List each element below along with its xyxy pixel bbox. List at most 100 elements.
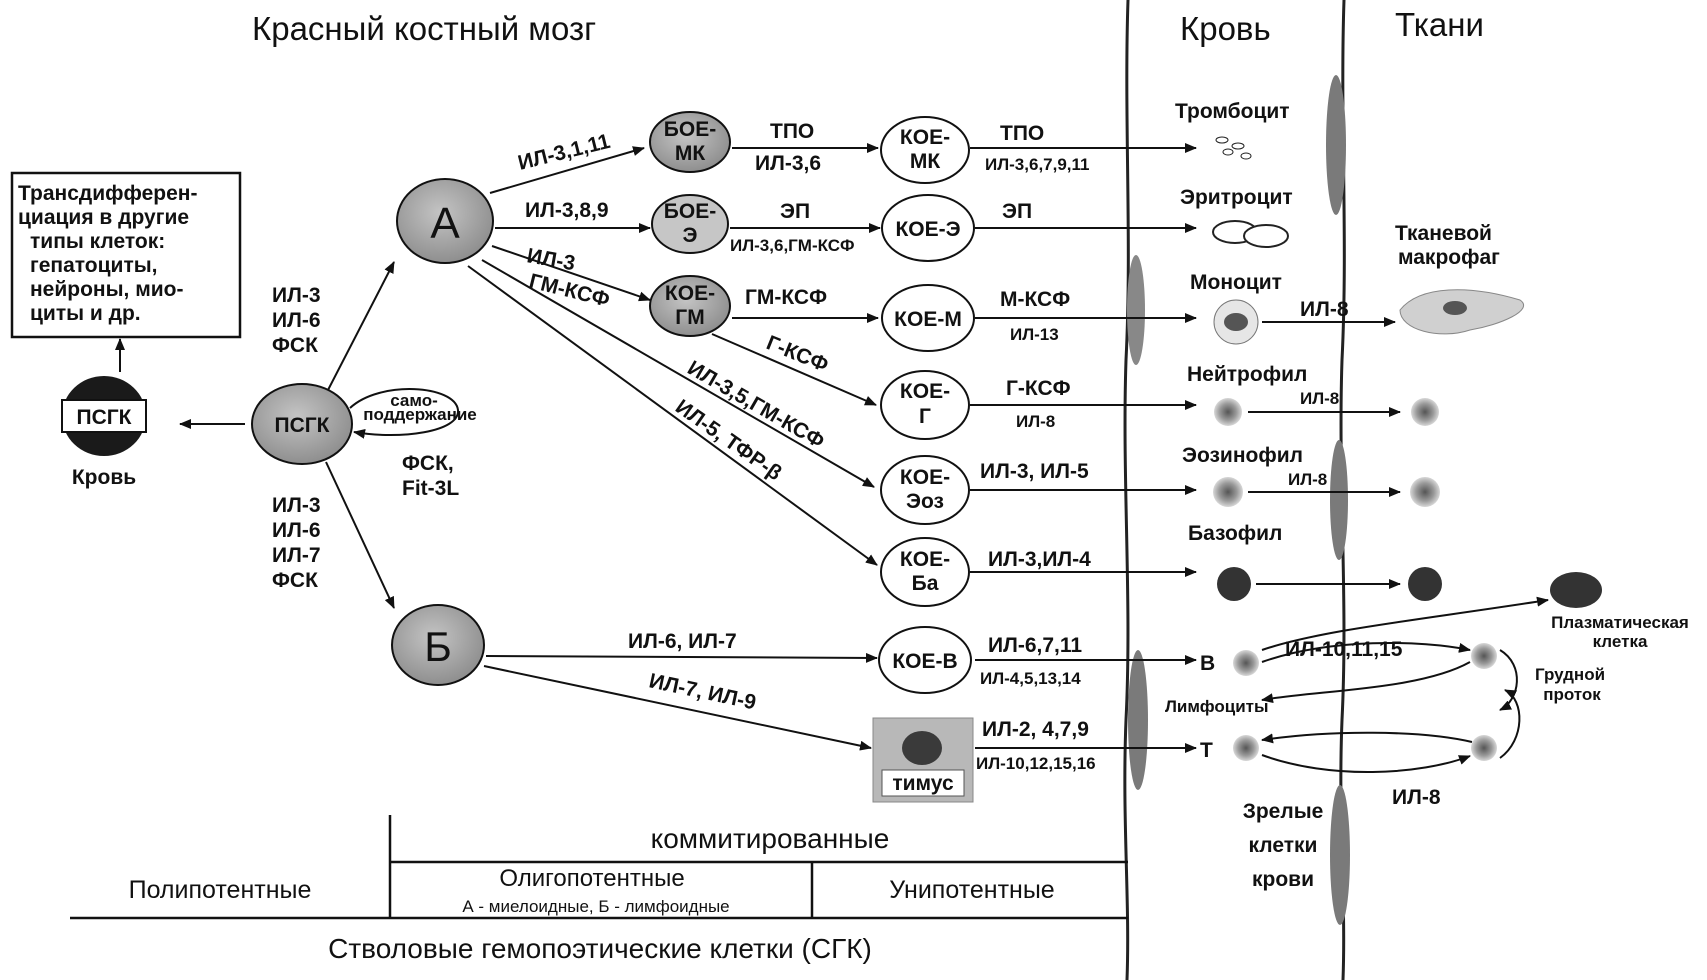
factor-g-out-1: Г-КСФ (1006, 377, 1071, 400)
factor-t-out-2: ИЛ-10,12,15,16 (976, 754, 1096, 773)
factor-lymph-back: ИЛ-8 (1392, 786, 1441, 809)
factor-mk-out-1: ТПО (1000, 122, 1044, 145)
factor-to-b-4: ФСК (272, 569, 318, 592)
factor-a-boe-mk: ИЛ-3,1,11 (516, 130, 613, 175)
arrow-duct-to-blood (1262, 662, 1470, 700)
monocyte-image (1214, 300, 1258, 344)
basophil-label: Базофил (1188, 522, 1282, 545)
thrombocyte-image (1216, 137, 1251, 159)
erythrocyte-label: Эритроцит (1180, 186, 1293, 209)
koe-ba-label-1: КОЕ- (900, 548, 950, 571)
transdiff-line-2: циация в другие (18, 206, 189, 229)
neutrophil-image (1214, 398, 1242, 426)
tissues-header: Ткани (1395, 6, 1484, 43)
blood-header: Кровь (1180, 10, 1271, 47)
koe-e-label: КОЕ-Э (895, 218, 960, 241)
thrombocyte-label: Тромбоцит (1175, 100, 1290, 123)
polypotent-label: Полипотентные (129, 876, 312, 904)
factor-a-boe-e: ИЛ-3,8,9 (525, 199, 609, 222)
t-lymphocyte-image (1233, 735, 1259, 761)
factor-b-thymus: ИЛ-7, ИЛ-9 (647, 669, 758, 714)
tissue-macrophage-image (1400, 290, 1524, 334)
factor-to-a-1: ИЛ-3 (272, 284, 321, 307)
arrow-duct-down (1500, 650, 1517, 710)
neutrophil-tissue-image (1411, 398, 1439, 426)
factor-m-out-2: ИЛ-13 (1010, 325, 1059, 344)
arrow-t-to-tissue (1262, 755, 1470, 772)
factor-gm-m: ГМ-КСФ (745, 286, 827, 309)
factor-e-out: ЭП (1002, 200, 1032, 223)
koe-eoz-label-1: КОЕ- (900, 466, 950, 489)
transdiff-line-5: нейроны, мио- (30, 278, 183, 301)
koe-m-label: КОЕ-М (894, 308, 962, 331)
blood-vessel-wall-right (1326, 0, 1350, 980)
factor-b-koe-v: ИЛ-6, ИЛ-7 (628, 630, 737, 653)
factor-a-koe-gm-2: ГМ-КСФ (527, 270, 612, 312)
boe-e-label-2: Э (683, 224, 698, 247)
psgk-blood-caption: Кровь (72, 466, 136, 489)
eosinophil-image (1213, 477, 1243, 507)
koe-eoz-label-2: Эоз (906, 490, 944, 513)
factor-boe-mk-2: ИЛ-3,6 (755, 152, 821, 175)
boe-e-label-1: БОЕ- (664, 200, 716, 223)
koe-gm-label-2: ГМ (675, 306, 704, 329)
sgk-caption: Стволовые гемопоэтические клетки (СГК) (328, 933, 872, 964)
marrow-header: Красный костный мозг (252, 10, 596, 47)
psgk-label: ПСГК (275, 414, 330, 437)
factor-to-a-3: ФСК (272, 334, 318, 357)
transdiff-line-4: гепатоциты, (30, 254, 158, 277)
mature-cells-label-1: Зрелые (1243, 800, 1324, 823)
factor-m-out-1: М-КСФ (1000, 288, 1070, 311)
koe-mk-label-1: КОЕ- (900, 126, 950, 149)
psgk-blood-cell: ПСГК (62, 376, 146, 456)
mature-cells-label-2: клетки (1249, 834, 1318, 857)
thoracic-duct-label-1: Грудной (1535, 665, 1605, 684)
self-renewal-line-2: поддержание (363, 405, 477, 424)
koe-mk-label-2: МК (910, 150, 940, 173)
plasma-cell-image (1550, 572, 1602, 608)
eosinophil-label: Эозинофил (1182, 444, 1303, 467)
factor-boe-mk-1: ТПО (770, 120, 814, 143)
transdiff-line-1: Трансдифферен- (18, 182, 197, 205)
lymphocyte-tissue-2-image (1471, 735, 1497, 761)
koe-v-label: КОЕ-В (892, 650, 957, 673)
factor-neut-tissue: ИЛ-8 (1300, 389, 1339, 408)
basophil-image (1217, 567, 1251, 601)
t-letter: Т (1200, 739, 1213, 762)
plasma-cell-label-2: клетка (1593, 632, 1648, 651)
committed-label: коммитированные (651, 823, 890, 854)
factor-t-out-1: ИЛ-2, 4,7,9 (982, 718, 1089, 741)
factor-boe-e-2: ИЛ-3,6,ГМ-КСФ (730, 236, 855, 255)
thymus-label: тимус (892, 772, 954, 795)
factor-mono-tissue: ИЛ-8 (1300, 298, 1349, 321)
transdiff-line-6: циты и др. (30, 302, 141, 325)
boe-mk-label-1: БОЕ- (664, 118, 716, 141)
factor-to-a-2: ИЛ-6 (272, 309, 321, 332)
b-letter: В (1200, 652, 1215, 675)
progenitor-a-label: А (430, 199, 460, 248)
tissue-macrophage-label-1: Тканевой (1395, 222, 1492, 245)
progenitor-b-label: Б (424, 623, 452, 670)
factor-v-out-1: ИЛ-6,7,11 (988, 634, 1082, 657)
koe-g-label-1: КОЕ- (900, 380, 950, 403)
tissue-macrophage-label-2: макрофаг (1398, 246, 1500, 269)
factor-g-out-2: ИЛ-8 (1016, 412, 1055, 431)
koe-g-label-2: Г (919, 405, 931, 428)
erythrocyte-image (1213, 221, 1288, 247)
lymphocyte-tissue-1-image (1471, 643, 1497, 669)
factor-ba-out: ИЛ-3,ИЛ-4 (988, 548, 1091, 571)
arrow-psgk-to-b (326, 462, 394, 608)
factor-lymph-tissue: ИЛ-10,11,15 (1285, 638, 1403, 661)
factor-to-b-3: ИЛ-7 (272, 544, 321, 567)
arrow-psgk-to-a (328, 262, 394, 390)
koe-ba-label-2: Ба (912, 572, 939, 595)
eosinophil-tissue-image (1410, 477, 1440, 507)
boe-mk-label-2: МК (675, 142, 705, 165)
b-lymphocyte-image (1233, 650, 1259, 676)
plasma-cell-label-1: Плазматическая (1551, 613, 1689, 632)
arrow-tissue-to-t (1262, 733, 1472, 742)
factor-v-out-2: ИЛ-4,5,13,14 (980, 669, 1081, 688)
psgk-factor-2: Fit-3L (402, 477, 459, 500)
factor-to-b-2: ИЛ-6 (272, 519, 321, 542)
factor-eoz-out: ИЛ-3, ИЛ-5 (980, 460, 1089, 483)
